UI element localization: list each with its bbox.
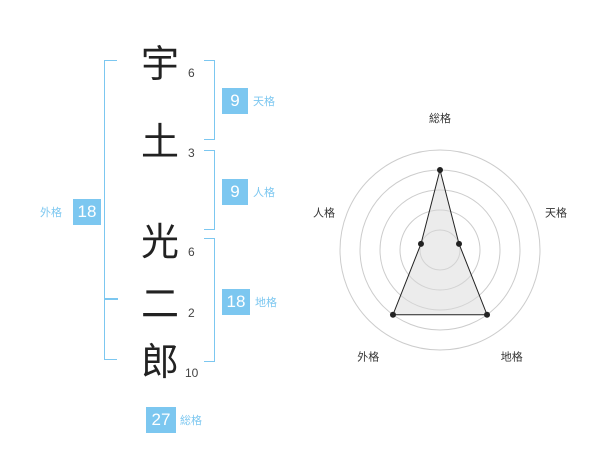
- name-char-3: 光: [140, 220, 179, 264]
- radar-grid-ring: [339, 149, 541, 351]
- stroke-count-5: 10: [185, 366, 199, 380]
- chikaku-value: 18: [222, 289, 250, 315]
- name-char-2: 土: [140, 120, 179, 164]
- name-char-1: 宇: [140, 42, 179, 86]
- tenkaku-value: 9: [222, 88, 248, 114]
- soukaku-value: 27: [146, 407, 176, 433]
- radar-point-5: [417, 240, 424, 247]
- gaikaku-label: 外格: [40, 206, 62, 219]
- jinkaku-label: 人格: [253, 186, 275, 199]
- soukaku-label: 総格: [180, 414, 202, 427]
- gaikaku-bracket-split: [104, 298, 118, 300]
- radar-area: [392, 169, 488, 316]
- radar-point-4: [389, 311, 396, 318]
- chikaku-bracket: [204, 238, 215, 362]
- stroke-count-3: 6: [188, 245, 195, 259]
- chikaku-label: 地格: [255, 296, 277, 309]
- radar-point-1: [437, 167, 443, 173]
- tenkaku-bracket: [204, 60, 215, 140]
- radar-axis-label-3: 地格: [501, 350, 523, 364]
- radar-axis-label-4: 外格: [357, 350, 379, 364]
- stroke-count-2: 3: [188, 146, 195, 160]
- gaikaku-value: 18: [73, 199, 101, 225]
- name-char-5: 郎: [140, 340, 179, 384]
- stroke-count-4: 2: [188, 306, 195, 320]
- stroke-count-1: 6: [188, 66, 195, 80]
- jinkaku-bracket: [204, 150, 215, 230]
- name-char-4: 二: [140, 282, 179, 326]
- radar-axis-label-1: 総格: [429, 111, 451, 125]
- radar-axis-label-5: 人格: [313, 205, 335, 219]
- radar-point-3: [484, 311, 491, 318]
- radar-point-2: [456, 240, 463, 247]
- gaikaku-bracket: [104, 60, 117, 360]
- radar-axis-label-2: 天格: [545, 205, 567, 219]
- tenkaku-label: 天格: [253, 95, 275, 108]
- jinkaku-value: 9: [222, 179, 248, 205]
